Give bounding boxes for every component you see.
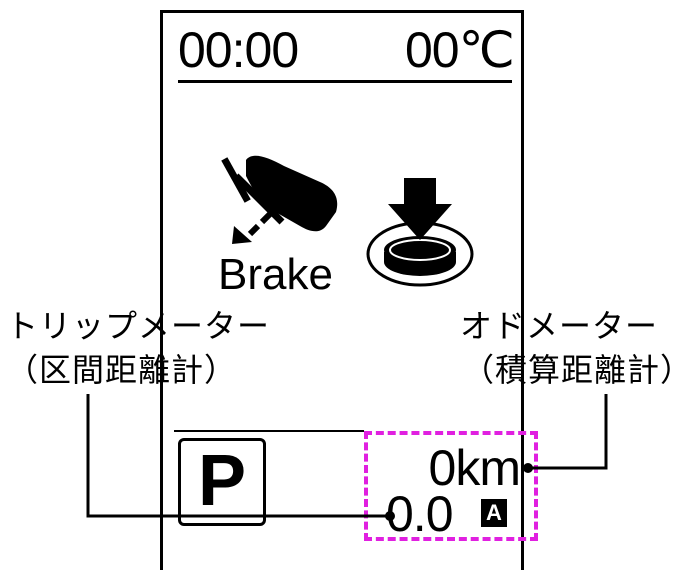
- icon-layer: [221, 155, 474, 287]
- temperature-readout: 00℃: [405, 22, 515, 78]
- odometer-leader-dot: [523, 463, 533, 473]
- trip-meter-badge: A: [481, 499, 507, 527]
- push-button-icon: [366, 178, 474, 287]
- trip-meter-callout-title: トリップメーター: [6, 308, 271, 344]
- brake-label: Brake: [218, 250, 333, 299]
- gear-indicator-box: [178, 438, 266, 526]
- odometer-leader-line: [530, 394, 608, 470]
- trip-leader-dot: [385, 511, 395, 521]
- odometer-callout-subtitle: （積算距離計）: [462, 352, 686, 388]
- trip-leader-line: [86, 394, 388, 518]
- trip-meter-value: 0.0: [386, 486, 454, 542]
- bottom-divider: [174, 430, 364, 432]
- odometer-callout-title: オドメーター: [460, 308, 659, 344]
- header-underline: [178, 80, 512, 83]
- leader-lines: [86, 394, 608, 521]
- clock-readout: 00:00: [178, 22, 299, 78]
- gear-indicator: P: [197, 441, 247, 521]
- trip-meter-callout-subtitle: （区間距離計）: [6, 352, 238, 388]
- meters-highlight: [364, 431, 538, 541]
- odometer-value: 0km: [428, 440, 521, 496]
- hand-brake-icon: [221, 155, 338, 244]
- display-frame: [160, 10, 524, 570]
